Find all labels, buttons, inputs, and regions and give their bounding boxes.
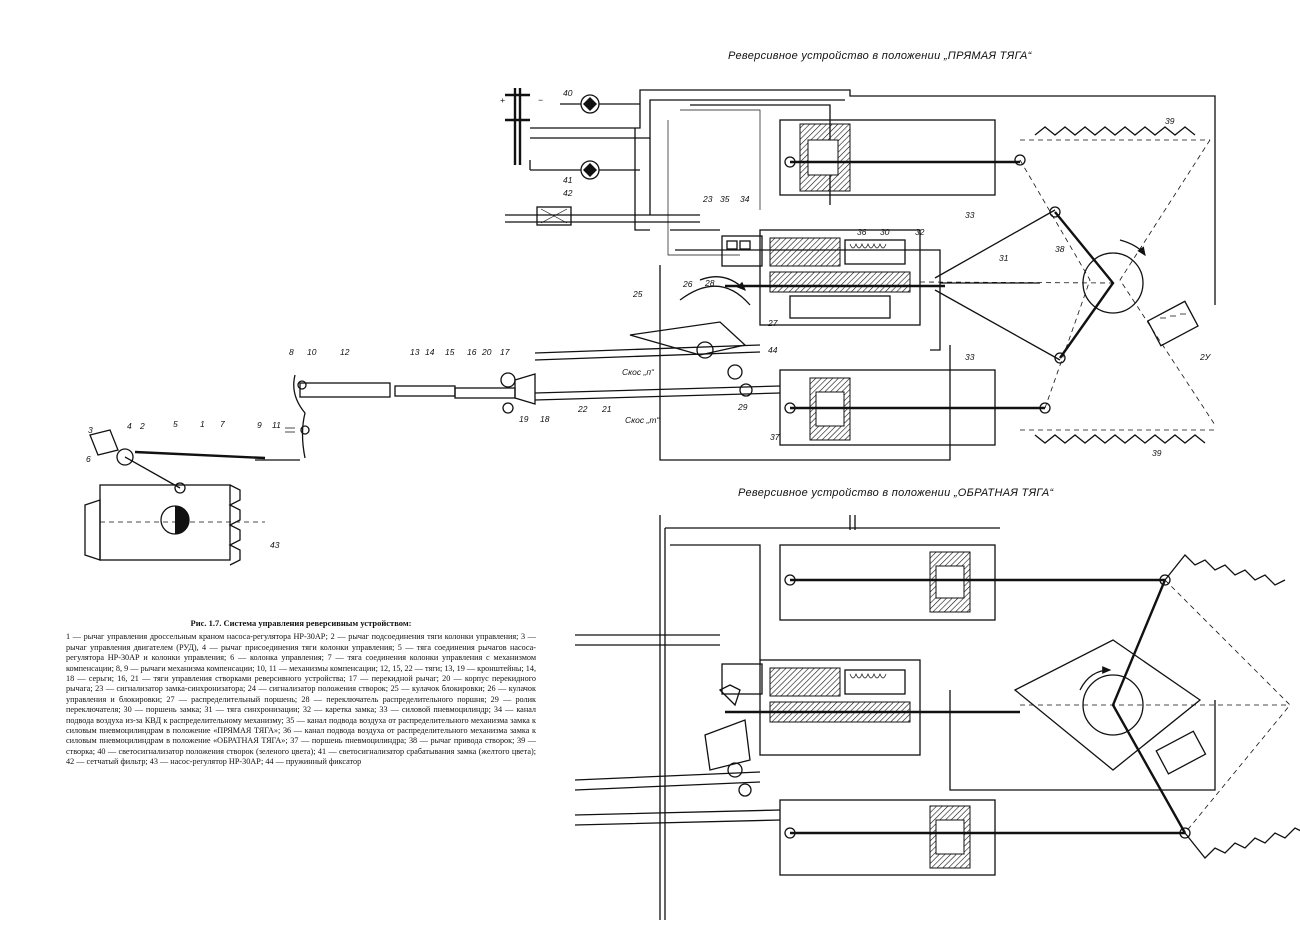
lamp-40 [560,94,640,114]
flaps-39 [1019,126,1216,444]
label-31: 31 [999,253,1009,263]
label-9: 9 [257,420,262,430]
label-8: 8 [289,347,294,357]
label-32: 32 [915,227,925,237]
label-minus: − [538,95,543,105]
lower-mechanism [574,515,1300,920]
label-plus: + [500,95,505,105]
title-forward-thrust: Реверсивное устройство в положении „ПРЯМ… [728,50,1032,62]
caption-body: 1 — рычаг управления дроссельным краном … [66,632,536,767]
upper-mechanism [84,88,1216,566]
label-41: 41 [563,175,573,185]
control-column [89,429,266,494]
label-33-lower: 33 [965,352,975,362]
label-2u: 2У [1199,352,1212,362]
cylinder-33-lower [779,369,1051,446]
label-34: 34 [740,194,750,204]
label-23: 23 [702,194,713,204]
lower-control-levers [704,684,752,797]
label-15: 15 [445,347,455,357]
label-38: 38 [1055,244,1065,254]
label-21: 21 [601,404,612,414]
label-13: 13 [410,347,420,357]
control-rods [534,276,781,401]
reference-labels: + − 40 41 42 23 35 34 36 30 32 31 38 39 … [86,88,1212,550]
label-skos-m: Скос „т“ [625,415,660,425]
label-22: 22 [577,404,588,414]
cylinder-33-upper [779,119,1026,196]
title-reverse-thrust: Реверсивное устройство в положении „ОБРА… [738,487,1054,499]
caption-title: Рис. 1.7. Система управления реверсивным… [190,618,412,628]
label-14: 14 [425,347,435,357]
label-10: 10 [307,347,317,357]
label-7: 7 [220,419,225,429]
label-skos-p: Скос „п“ [622,367,655,377]
label-33-upper: 33 [965,210,975,220]
lamp-41 [529,160,640,180]
distribution-block [721,229,945,326]
label-29: 29 [737,402,748,412]
label-2: 2 [139,421,145,431]
label-26: 26 [682,279,693,289]
lever-38-lower [1013,554,1300,859]
lever-38 [919,206,1146,364]
label-25: 25 [632,289,643,299]
label-30: 30 [880,227,890,237]
fuel-regulator-43 [84,484,265,566]
label-42: 42 [563,188,573,198]
label-36: 36 [857,227,867,237]
linkage [255,372,536,461]
figure-caption: Рис. 1.7. Система управления реверсивным… [66,618,536,768]
label-16: 16 [467,347,477,357]
cylinder-33-lower-upper [779,544,1171,621]
label-12: 12 [340,347,350,357]
label-39-lower: 39 [1152,448,1162,458]
label-28: 28 [704,278,715,288]
label-19: 19 [519,414,529,424]
label-5: 5 [173,419,178,429]
filter-42 [536,206,572,226]
label-35: 35 [720,194,730,204]
label-1: 1 [200,419,205,429]
sensor-lower [1155,730,1207,775]
label-6: 6 [86,454,91,464]
label-17: 17 [500,347,510,357]
label-39-upper: 39 [1165,116,1175,126]
label-37: 37 [770,432,780,442]
label-4: 4 [127,421,132,431]
label-20: 20 [481,347,492,357]
label-43: 43 [270,540,280,550]
label-44: 44 [768,345,778,355]
label-40: 40 [563,88,573,98]
cylinder-33-lower-lower [779,799,1191,876]
sensor-2u [1146,300,1199,347]
label-11: 11 [272,420,281,430]
label-27: 27 [767,318,778,328]
label-18: 18 [540,414,550,424]
label-3: 3 [88,425,93,435]
distribution-block-lower [721,659,1020,756]
